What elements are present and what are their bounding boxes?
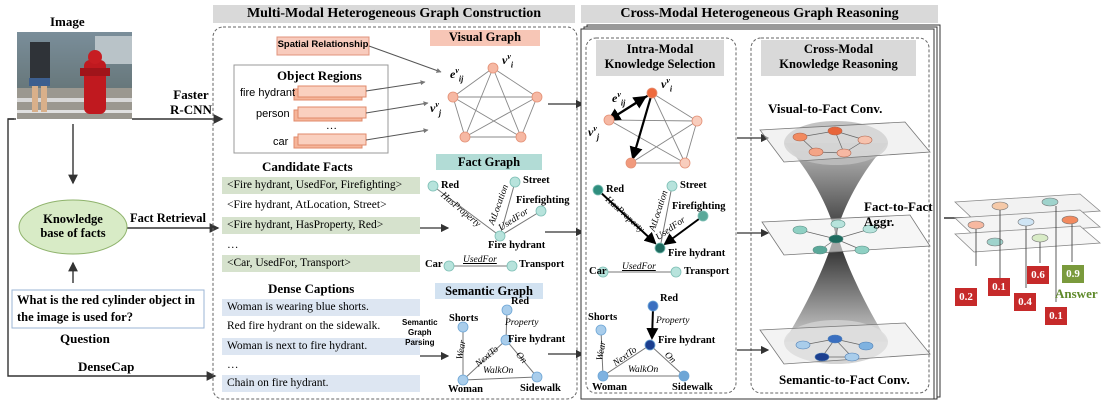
semantic-graph-parsing-label: Semantic Graph Parsing [402,318,438,347]
semantic-to-fact-label: Semantic-to-Fact Conv. [779,372,910,387]
is-walk-on: WalkOn [628,365,659,375]
fg-transport: Transport [519,259,565,270]
sg-fire-hydrant: Fire hydrant [508,334,566,345]
visual-graph-title: Visual Graph [448,30,522,44]
score-box-0: 0.2 [955,288,977,306]
fg-used-for-2: UsedFor [463,255,497,265]
fact-row-2: <Fire hydrant, HasProperty, Red> [222,217,420,234]
is-property: Property [656,316,690,326]
fact-row-0: <Fire hydrant, UsedFor, Firefighting> [222,177,420,194]
faster-rcnn-label: Faster R-CNN [170,87,212,117]
spatial-relationship-label: Spatial Relationship [277,39,369,50]
intra-modal-title: Intra-Modal Knowledge Selection [604,42,716,71]
input-photo [17,32,132,119]
candidate-facts-title: Candidate Facts [262,159,353,174]
region-label-0: fire hydrant [240,87,296,99]
caption-row-2: Woman is next to fire hydrant. [222,338,420,355]
is-woman: Woman [592,382,628,393]
fact-graph-title: Fact Graph [457,155,521,169]
caption-row-1: Red fire hydrant on the sidewalk. [222,318,420,335]
region-label-2: car [273,136,289,148]
vg-vi: vvi [502,52,514,70]
if-car: Car [589,266,607,277]
semantic-graph-title: Semantic Graph [445,284,533,298]
fact-row-1: <Fire hydrant, AtLocation, Street> [222,197,420,214]
if-red: Red [606,184,625,195]
vg-vj: vvj [430,100,442,118]
visual-to-fact-label: Visual-to-Fact Conv. [768,101,883,116]
if-transport: Transport [684,266,730,277]
score-box-1: 0.1 [988,278,1010,296]
reasoning-header: Cross-Modal Heterogeneous Graph Reasonin… [581,5,938,23]
image-label: Image [50,14,85,29]
sg-red: Red [511,296,530,307]
score-box-4: 0.1 [1045,307,1067,325]
question-text: What is the red cylinder object in the i… [17,293,196,324]
if-fire-hydrant: Fire hydrant [668,248,726,259]
sg-shorts: Shorts [449,313,479,324]
answer-label: Answer [1055,286,1098,301]
sg-woman: Woman [448,384,484,395]
caption-row-3: … [222,357,420,374]
fact-row-4: <Car, UsedFor, Transport> [222,255,420,272]
region-ellipsis: … [326,120,337,132]
visual-graph [452,67,538,138]
if-street: Street [680,180,707,191]
question-label: Question [60,331,110,346]
is-sidewalk: Sidewalk [672,382,713,393]
sg-walk-on: WalkOn [483,366,514,376]
if-firefighting: Firefighting [672,201,726,212]
knowledge-base-label: Knowledge base of facts [40,212,106,240]
cross-modal-title: Cross-Modal Knowledge Reasoning [779,42,898,71]
fg-car: Car [425,259,443,270]
fact-to-fact-label: Fact-to-Fact Aggr. [864,199,933,229]
region-label-1: person [256,108,290,120]
fg-firefighting: Firefighting [516,195,570,206]
is-fire-hydrant: Fire hydrant [658,335,716,346]
caption-row-0: Woman is wearing blue shorts. [222,299,420,316]
region-bars [293,85,367,149]
fact-retrieval-label: Fact Retrieval [130,211,207,225]
knowledge-base-ellipse [18,199,128,255]
ig-eij: evij [612,90,626,108]
fg-fire-hydrant: Fire hydrant [488,240,546,251]
sg-property: Property [505,318,539,328]
fact-row-3: … [222,237,420,254]
score-box-3: 0.6 [1027,266,1049,284]
ig-vi: vvi [661,76,673,94]
densecap-label: DenseCap [78,359,135,374]
sg-sidewalk: Sidewalk [520,383,561,394]
construction-header: Multi-Modal Heterogeneous Graph Construc… [213,5,575,23]
if-used-for-2: UsedFor [622,262,656,272]
score-box-5: 0.9 [1062,265,1084,283]
dense-captions-title: Dense Captions [268,281,355,296]
fg-red: Red [441,180,460,191]
is-red: Red [660,293,679,304]
caption-row-4: Chain on fire hydrant. [222,375,420,392]
object-regions-title: Object Regions [277,68,362,83]
score-box-2: 0.4 [1014,293,1036,311]
vg-eij: evij [450,66,464,84]
is-shorts: Shorts [588,312,618,323]
ig-vj: vvj [588,124,600,142]
fg-street: Street [523,175,550,186]
